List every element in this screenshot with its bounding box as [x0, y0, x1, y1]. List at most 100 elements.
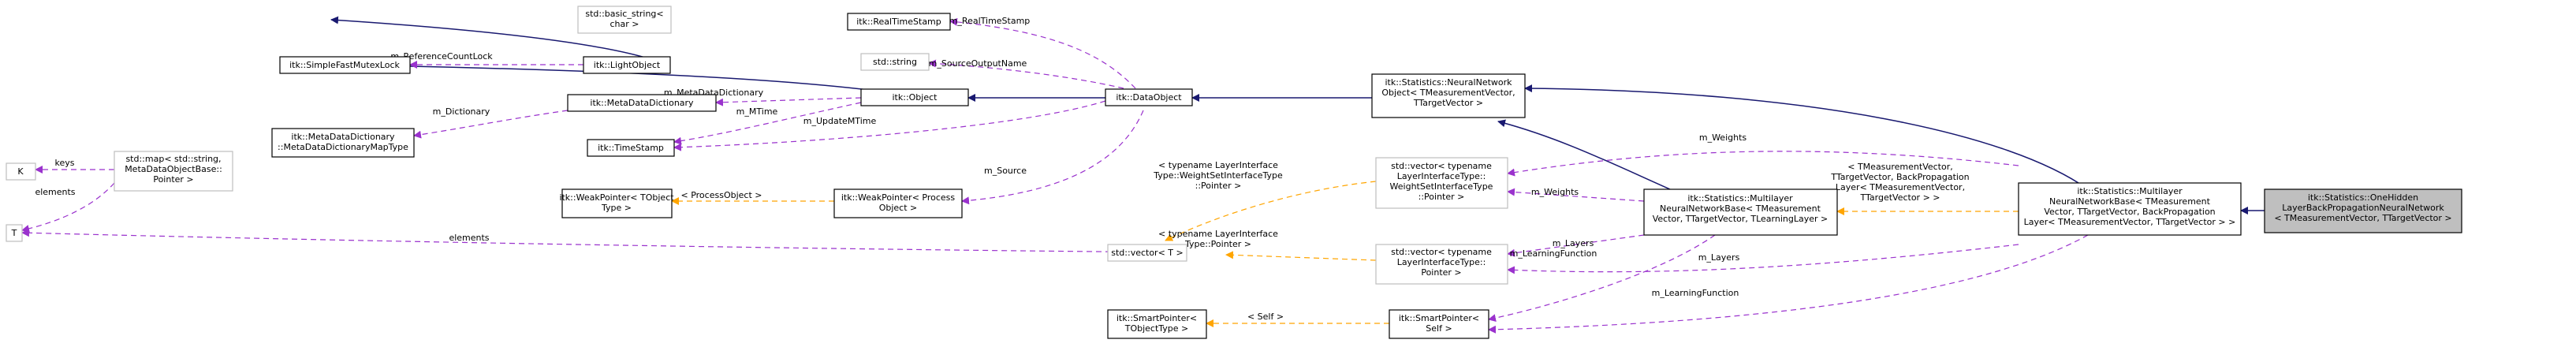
node-label: std::vector< T >	[1111, 248, 1183, 258]
edges	[21, 16, 2265, 334]
edge-use-elements-map	[21, 182, 115, 233]
edge-use-learningfunction-a	[1488, 234, 1716, 323]
edge-use-elements-vector	[21, 229, 1187, 253]
edge-label-m-realtimestamp: m_RealTimeStamp	[949, 16, 1031, 26]
node-label: itk::MetaDataDictionary	[590, 98, 694, 108]
node-object[interactable]: itk::Object	[860, 88, 969, 106]
node-lightobject[interactable]: itk::LightObject	[583, 56, 671, 74]
node-label: std::string	[873, 57, 917, 67]
text-line: K	[17, 166, 24, 177]
edge-use-sourceoutputname	[928, 59, 1124, 89]
edge-label-m-source: m_Source	[984, 166, 1027, 176]
text-line: m_Dictionary	[433, 106, 490, 117]
edge-label-m-mtime: m_MTime	[736, 106, 778, 117]
text-line: itk::Object	[893, 92, 938, 103]
node-std-string[interactable]: std::string	[860, 53, 930, 71]
text-line: std::string	[873, 57, 917, 67]
edge-label-elements-map: elements	[35, 187, 75, 197]
text-line: LayerInterfaceType::	[1397, 257, 1486, 267]
text-line: std::map< std::string,	[125, 154, 221, 164]
edge-label-m-dictionary: m_Dictionary	[433, 106, 490, 117]
edge-label-m-layers-a: m_Layers	[1553, 238, 1594, 248]
text-line: m_LearningFunction	[1652, 288, 1739, 298]
text-line: Layer< TMeasurementVector,	[1836, 182, 1965, 192]
text-line: m_MTime	[736, 106, 778, 117]
text-line: itk::Statistics::Multilayer	[1687, 193, 1793, 203]
node-timestamp[interactable]: itk::TimeStamp	[587, 139, 675, 157]
text-line: NeuralNetworkBase< TMeasurement	[1660, 203, 1821, 214]
node-simplefastmutexlock[interactable]: itk::SimpleFastMutexLock	[279, 56, 411, 74]
text-line: TObjectType >	[1124, 323, 1189, 334]
node-metadatadictionarymaptype[interactable]: itk::MetaDataDictionary::MetaDataDiction…	[271, 128, 415, 158]
node-metadatadictionary[interactable]: itk::MetaDataDictionary	[567, 94, 717, 112]
text-line: m_SourceOutputName	[929, 58, 1027, 69]
text-line: m_Weights	[1531, 187, 1579, 197]
node-label: itk::SmartPointer<TObjectType >	[1117, 313, 1197, 334]
edge-label-keys: keys	[55, 158, 75, 168]
edge-label-m-learningfunction-b: m_LearningFunction	[1652, 288, 1739, 298]
node-label: K	[17, 166, 24, 177]
text-line: elements	[35, 187, 75, 197]
text-line: elements	[449, 233, 489, 243]
node-realtimestamp[interactable]: itk::RealTimeStamp	[847, 13, 951, 31]
node-smartpointer-tobjecttype[interactable]: itk::SmartPointer<TObjectType >	[1107, 309, 1207, 339]
text-line: std::vector< typename	[1391, 247, 1492, 257]
text-line: LayerInterfaceType::	[1397, 171, 1486, 181]
text-line: Type::WeightSetInterfaceType	[1153, 170, 1283, 181]
node-std-map[interactable]: std::map< std::string,MetaDataObjectBase…	[114, 151, 233, 192]
node-t[interactable]: T	[6, 224, 23, 242]
edge-tmpl-vector-layer	[1225, 251, 1377, 261]
text-line: ::Pointer >	[1418, 192, 1465, 202]
edge-label-self: < Self >	[1247, 312, 1284, 322]
text-line: LayerBackPropagationNeuralNetwork	[2282, 203, 2444, 213]
text-line: Object >	[879, 203, 918, 213]
node-vector-t[interactable]: std::vector< T >	[1107, 244, 1187, 262]
text-line: std::vector< typename	[1391, 161, 1492, 171]
text-line: m_Layers	[1698, 252, 1740, 263]
node-label: itk::MetaDataDictionary::MetaDataDiction…	[278, 132, 408, 152]
text-line: itk::DataObject	[1116, 92, 1182, 103]
text-line: std::basic_string<	[585, 9, 663, 19]
edge-label-elements-vector: elements	[449, 233, 489, 243]
edge-use-updatemtime	[673, 100, 1106, 151]
node-label: itk::RealTimeStamp	[856, 17, 941, 27]
edge-label-m-weights-a: m_Weights	[1531, 187, 1579, 197]
node-basic-string[interactable]: std::basic_string<char >	[577, 6, 672, 34]
text-line: NeuralNetworkBase< TMeasurement	[2049, 196, 2211, 207]
text-line: itk::RealTimeStamp	[856, 17, 941, 27]
edge-label-m-referencecountlock: m_ReferenceCountLock	[390, 51, 493, 62]
edge-inherit-object-to-lightobject	[330, 61, 888, 93]
text-line: ::Pointer >	[1195, 181, 1242, 191]
text-line: Object< TMeasurementVector,	[1381, 88, 1515, 98]
text-line: Layer< TMeasurementVector, TTargetVector…	[2024, 217, 2236, 227]
text-line: < TMeasurementVector, TTargetVector >	[2274, 213, 2451, 223]
text-line: TTargetVector, BackPropagation	[1830, 172, 1969, 182]
text-line: < Self >	[1247, 312, 1284, 322]
text-line: m_Weights	[1699, 132, 1747, 143]
node-smartpointer-self[interactable]: itk::SmartPointer<Self >	[1389, 309, 1489, 339]
edge-use-metadatadictionary	[715, 97, 862, 106]
text-line: itk::MetaDataDictionary	[291, 132, 395, 142]
node-label: std::map< std::string,MetaDataObjectBase…	[125, 154, 222, 185]
node-dataobject[interactable]: itk::DataObject	[1105, 88, 1193, 106]
text-line: m_Layers	[1553, 238, 1594, 248]
text-line: Pointer >	[153, 174, 193, 185]
edge-label-processobject: < ProcessObject >	[681, 190, 762, 200]
text-line: itk::SmartPointer<	[1117, 313, 1197, 323]
node-k[interactable]: K	[6, 162, 36, 181]
text-line: itk::WeakPointer< TObject	[559, 192, 674, 203]
